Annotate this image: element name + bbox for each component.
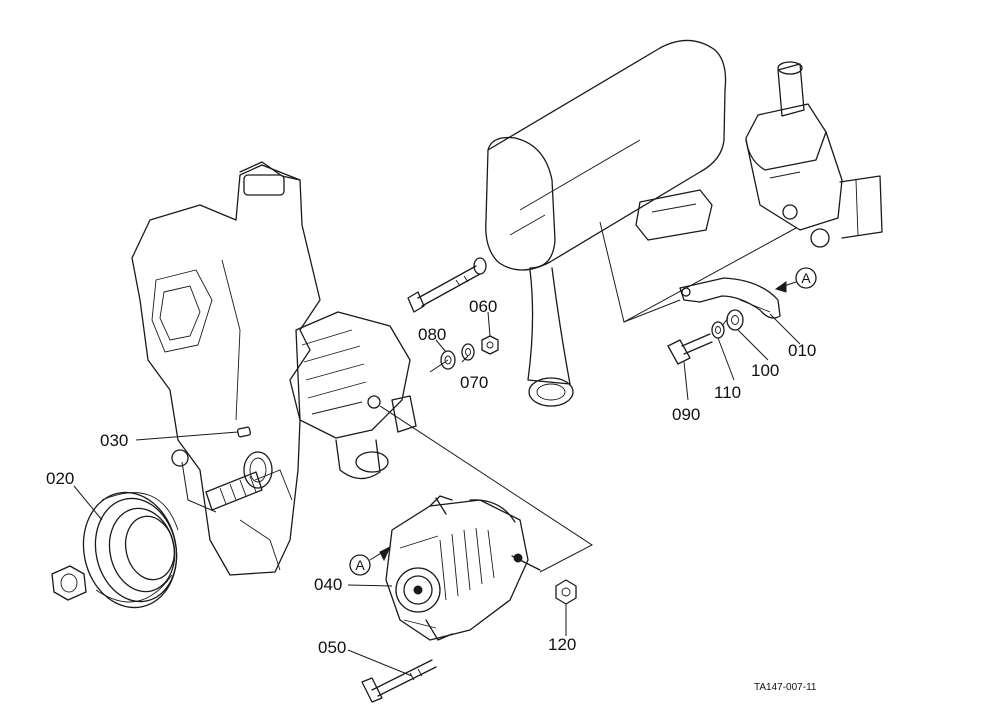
reference-mark-label: A — [801, 270, 811, 286]
callout-090: 090 — [672, 405, 700, 424]
reference-mark-a-upper: A — [774, 267, 817, 293]
crankshaft-stub — [205, 451, 273, 511]
callout-070: 070 — [460, 373, 488, 392]
nut-120 — [555, 579, 577, 605]
callout-050: 050 — [318, 638, 346, 657]
callout-020: 020 — [46, 469, 74, 488]
assembly-lines — [181, 221, 797, 573]
callout-030: 030 — [100, 431, 128, 450]
muffler — [485, 39, 727, 407]
reference-mark-label: A — [355, 557, 365, 573]
callout-010: 010 — [788, 341, 816, 360]
lock-washer-110 — [711, 321, 725, 339]
bolt-090 — [667, 333, 713, 365]
thermostat-housing — [745, 61, 883, 248]
drawing-code: TA147-007-11 — [754, 682, 817, 693]
gear-case — [131, 161, 321, 576]
callout-060: 060 — [469, 297, 497, 316]
washer-080 — [440, 350, 456, 370]
reference-mark-a-lower: A — [349, 545, 392, 576]
callout-120: 120 — [548, 635, 576, 654]
alternator-040 — [385, 495, 541, 641]
callout-leaders — [73, 311, 801, 677]
washer-070 — [461, 343, 475, 361]
long-bolt — [407, 257, 487, 313]
bolt-050 — [361, 659, 437, 703]
callout-080: 080 — [418, 325, 446, 344]
callout-100: 100 — [751, 361, 779, 380]
water-pump-housing — [295, 311, 417, 480]
washer-100 — [726, 309, 744, 331]
callout-labels: 030 020 040 050 060 080 070 090 110 100 … — [46, 297, 816, 657]
key-030 — [237, 426, 251, 438]
crank-nut — [51, 565, 87, 601]
pulley-020 — [82, 491, 179, 609]
callout-110: 110 — [714, 383, 741, 402]
nut-060 — [481, 335, 499, 355]
callout-040: 040 — [314, 575, 342, 594]
